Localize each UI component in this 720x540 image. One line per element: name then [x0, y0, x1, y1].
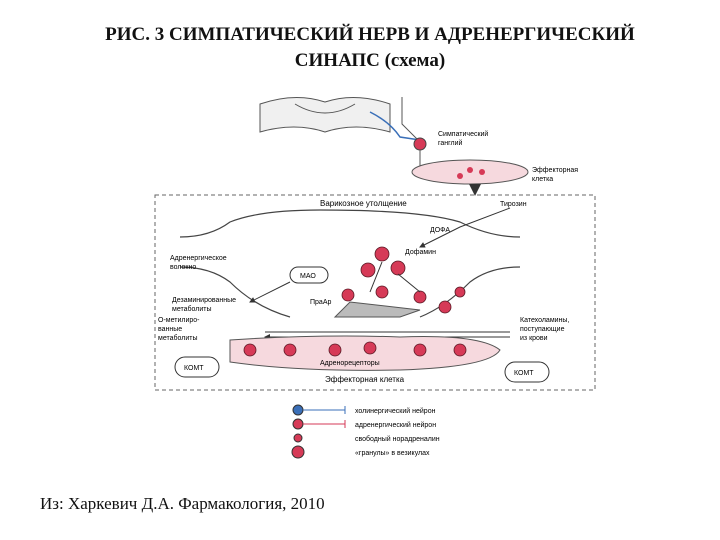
title-line-1: РИС. 3 СИМПАТИЧЕСКИЙ НЕРВ И АДРЕНЕРГИЧЕС…: [105, 24, 635, 45]
svg-text:адренергический нейрон: адренергический нейрон: [355, 421, 436, 429]
vesicle: [341, 288, 355, 302]
varicose-label: Варикозное утолщение: [320, 199, 407, 208]
legend-item-free-noradrenaline: свободный норадреналин: [293, 433, 440, 443]
mao-label: МАО: [300, 273, 316, 280]
spinal-cord: [259, 96, 421, 143]
legend-item-cholinergic: холинергический нейрон: [292, 404, 436, 416]
dopa-label: ДОФА: [430, 227, 450, 234]
vesicles: [341, 246, 466, 314]
sympathetic-ganglion-node: [413, 137, 427, 151]
legend: холинергический нейрон адренергический н…: [291, 404, 440, 459]
vesicle: [374, 246, 390, 262]
vesicle: [413, 290, 427, 304]
svg-text:холинергический нейрон: холинергический нейрон: [355, 407, 436, 415]
legend-item-granules: «гранулы» в везикулах: [291, 445, 430, 459]
effector-cell-label: Эффекторная клетка: [325, 375, 405, 384]
vesicle: [375, 285, 389, 299]
komt-right-label: КОМТ: [514, 370, 534, 377]
vesicle: [390, 260, 406, 276]
vesicle: [454, 286, 466, 298]
legend-item-adrenergic: адренергический нейрон: [292, 418, 436, 430]
svg-text:свободный норадреналин: свободный норадреналин: [355, 435, 440, 443]
komt-left-box: [174, 356, 220, 378]
mao-box: [289, 266, 329, 284]
vesicle: [438, 300, 452, 314]
nora-label: ПраАр: [310, 299, 331, 306]
dopamine-label: Дофамин: [405, 249, 436, 256]
effector-cell: [229, 335, 501, 371]
komt-left-label: КОМТ: [184, 365, 204, 372]
release-zone: [333, 301, 421, 318]
komt-right-box: [504, 361, 550, 383]
page-title: РИС. 3 СИМПАТИЧЕСКИЙ НЕРВ И АДРЕНЕРГИЧЕС…: [40, 22, 700, 74]
nerve-terminal: [179, 209, 521, 238]
adrenoreceptors-label: Адренорецепторы: [320, 360, 380, 367]
tyrosine-label: Тирозин: [500, 201, 527, 208]
svg-text:«гранулы» в везикулах: «гранулы» в везикулах: [355, 450, 430, 457]
vesicle: [360, 262, 376, 278]
source-citation: Из: Харкевич Д.А. Фармакология, 2010: [40, 494, 325, 513]
title-line-2: СИНАПС (схема): [294, 50, 446, 71]
cholinergic-fiber: [369, 111, 421, 141]
zoom-box: [154, 194, 596, 391]
